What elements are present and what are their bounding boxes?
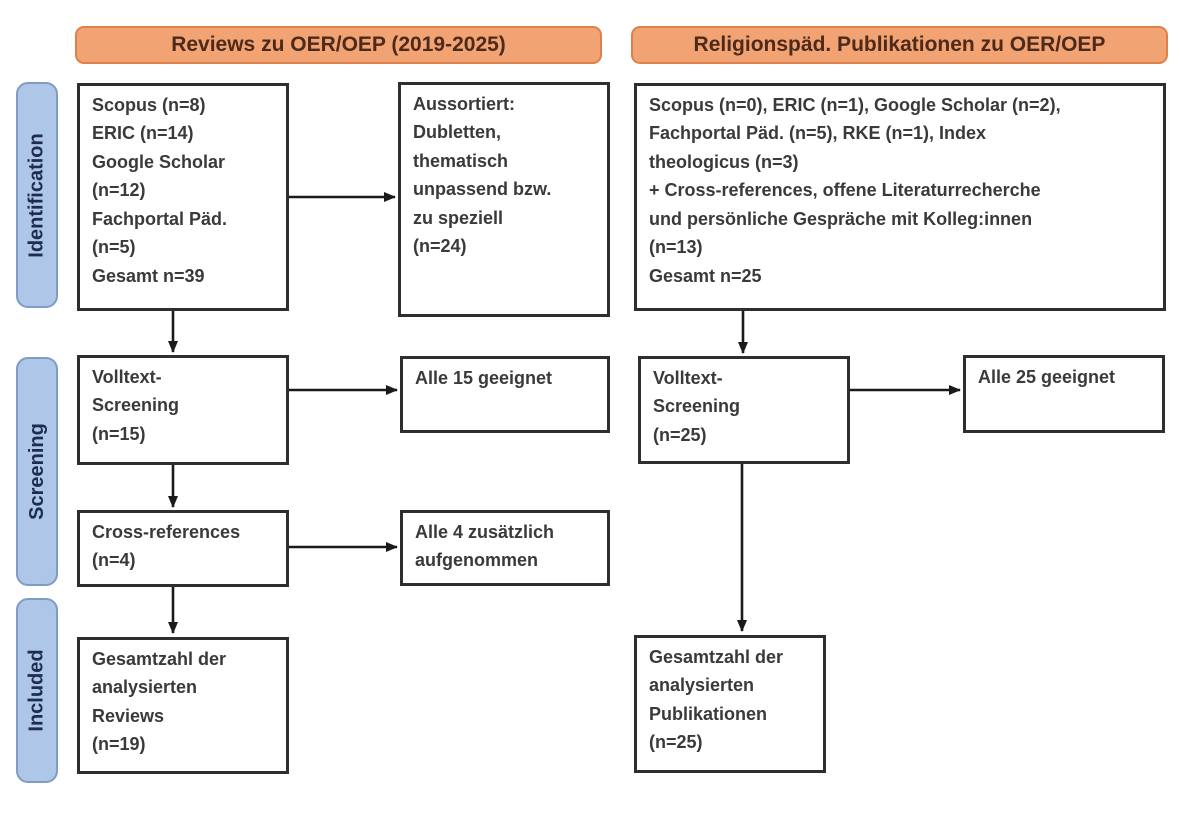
box-publications-total: Gesamtzahl der analysierten Publikatione… xyxy=(634,635,826,773)
box-reviews-crossref-result: Alle 4 zusätzlich aufgenommen xyxy=(400,510,610,586)
column-header-reviews: Reviews zu OER/OEP (2019-2025) xyxy=(75,26,602,64)
box-reviews-total: Gesamtzahl der analysierten Reviews (n=1… xyxy=(77,637,289,774)
stage-label-included-text: Included xyxy=(25,649,48,732)
box-reviews-excluded: Aussortiert: Dubletten, thematisch unpas… xyxy=(398,82,610,317)
stage-label-screening-text: Screening xyxy=(25,423,48,520)
stage-label-identification-text: Identification xyxy=(25,132,48,258)
box-publications-fulltext-result: Alle 25 geeignet xyxy=(963,355,1165,433)
box-reviews-crossreferences: Cross-references (n=4) xyxy=(77,510,289,587)
stage-label-included: Included xyxy=(16,598,58,783)
box-reviews-fulltext-result: Alle 15 geeignet xyxy=(400,356,610,433)
box-publications-fulltext-screening: Volltext- Screening (n=25) xyxy=(638,356,850,464)
box-publications-sources: Scopus (n=0), ERIC (n=1), Google Scholar… xyxy=(634,83,1166,311)
stage-label-screening: Screening xyxy=(16,357,58,586)
column-header-religionspaed: Religionspäd. Publikationen zu OER/OEP xyxy=(631,26,1168,64)
stage-label-identification: Identification xyxy=(16,82,58,308)
box-reviews-sources: Scopus (n=8) ERIC (n=14) Google Scholar … xyxy=(77,83,289,311)
box-reviews-fulltext-screening: Volltext- Screening (n=15) xyxy=(77,355,289,465)
